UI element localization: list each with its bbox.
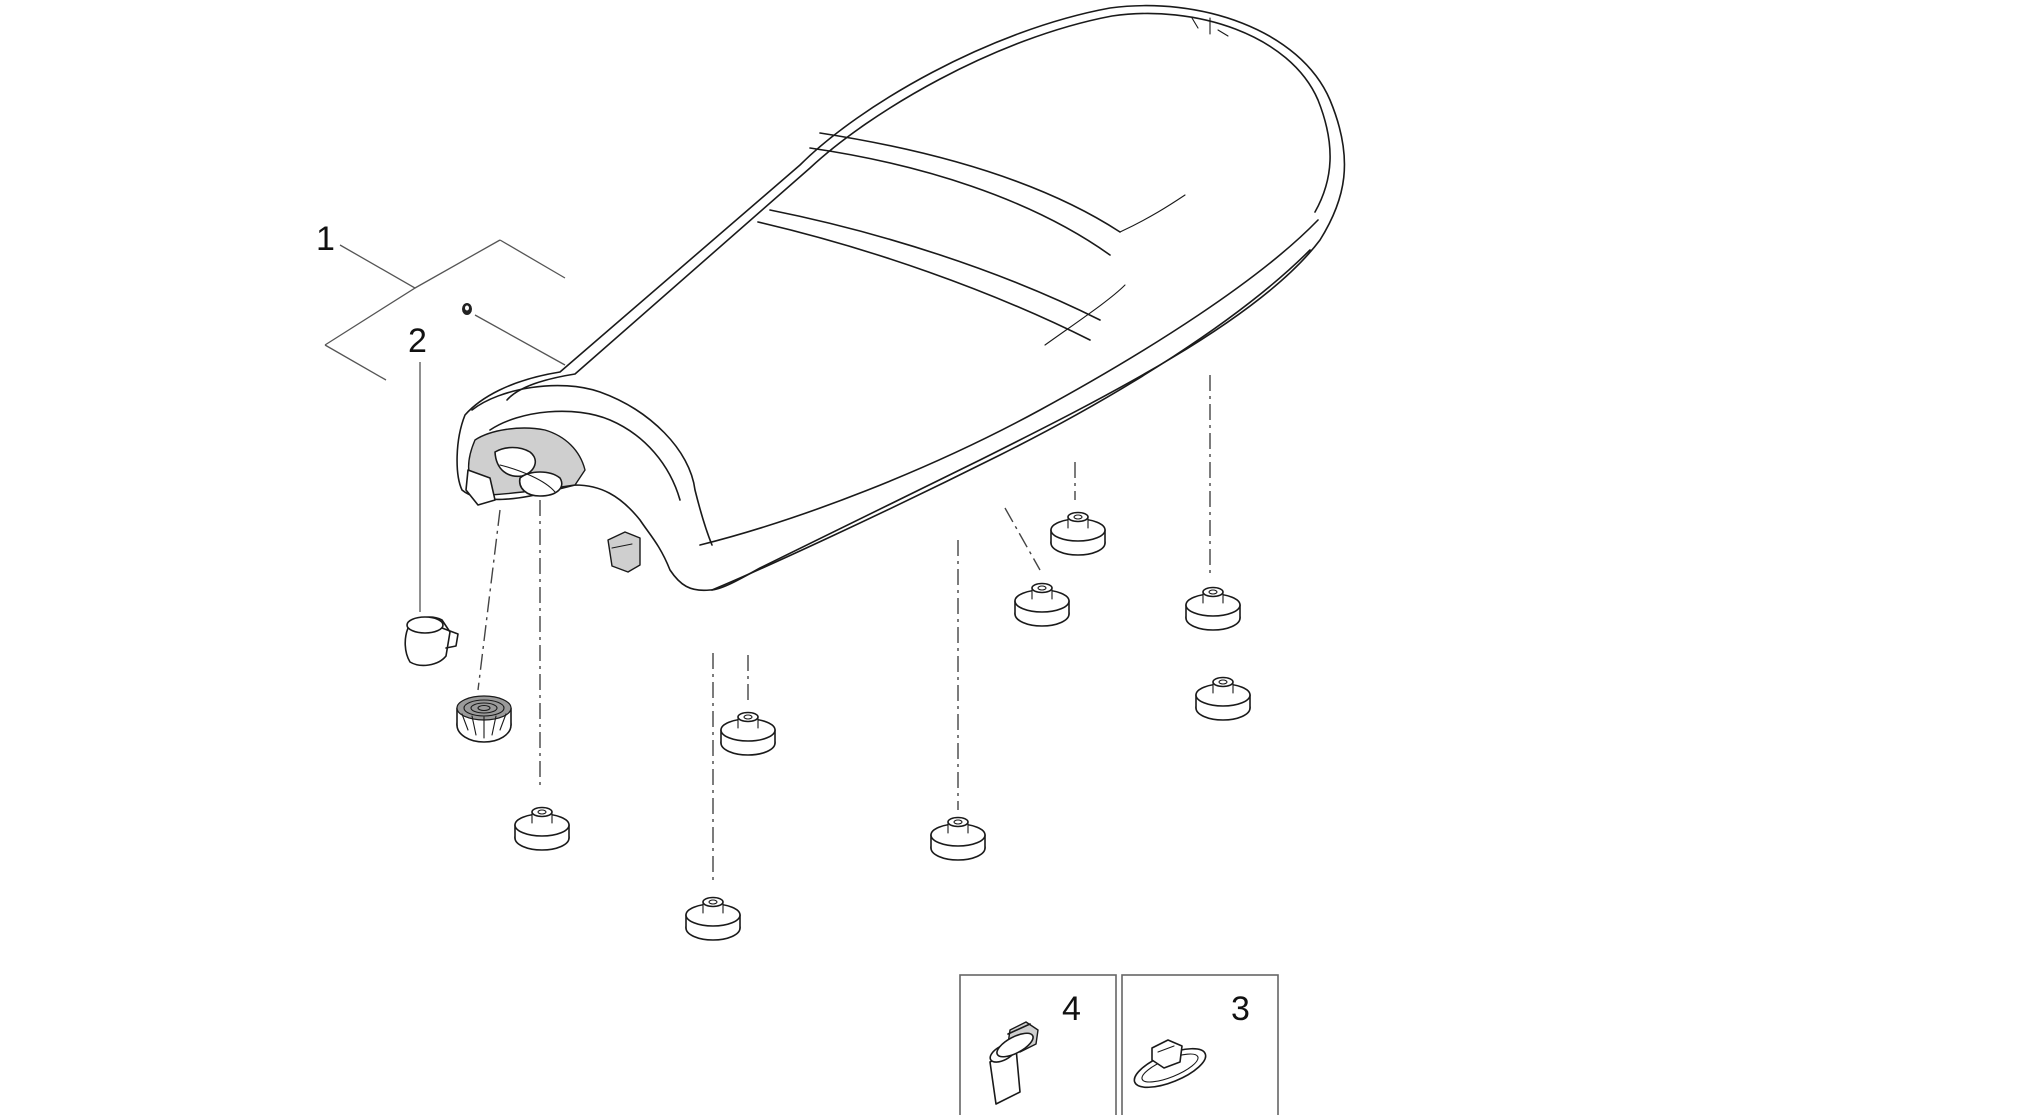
hole-marker-icon: [462, 303, 472, 315]
rubber-bumper-icon: [456, 695, 512, 743]
flanged-bolt-icon: [989, 1021, 1039, 1105]
seat-icon: [456, 4, 1346, 592]
callout-2: 2: [408, 322, 427, 612]
rubber-grommet-icon: [514, 511, 1251, 941]
svg-text:1: 1: [316, 220, 335, 258]
svg-text:2: 2: [408, 322, 427, 360]
clip-nut-icon: [1133, 1039, 1207, 1089]
assembly-lines: [477, 375, 1211, 880]
inset-part-4: 4: [959, 974, 1117, 1115]
callout-1: 1: [316, 220, 566, 381]
svg-text:3: 3: [1231, 990, 1250, 1028]
seat-knob-icon: [404, 616, 459, 667]
svg-text:4: 4: [1062, 990, 1081, 1028]
inset-part-3: 3: [1121, 974, 1279, 1115]
